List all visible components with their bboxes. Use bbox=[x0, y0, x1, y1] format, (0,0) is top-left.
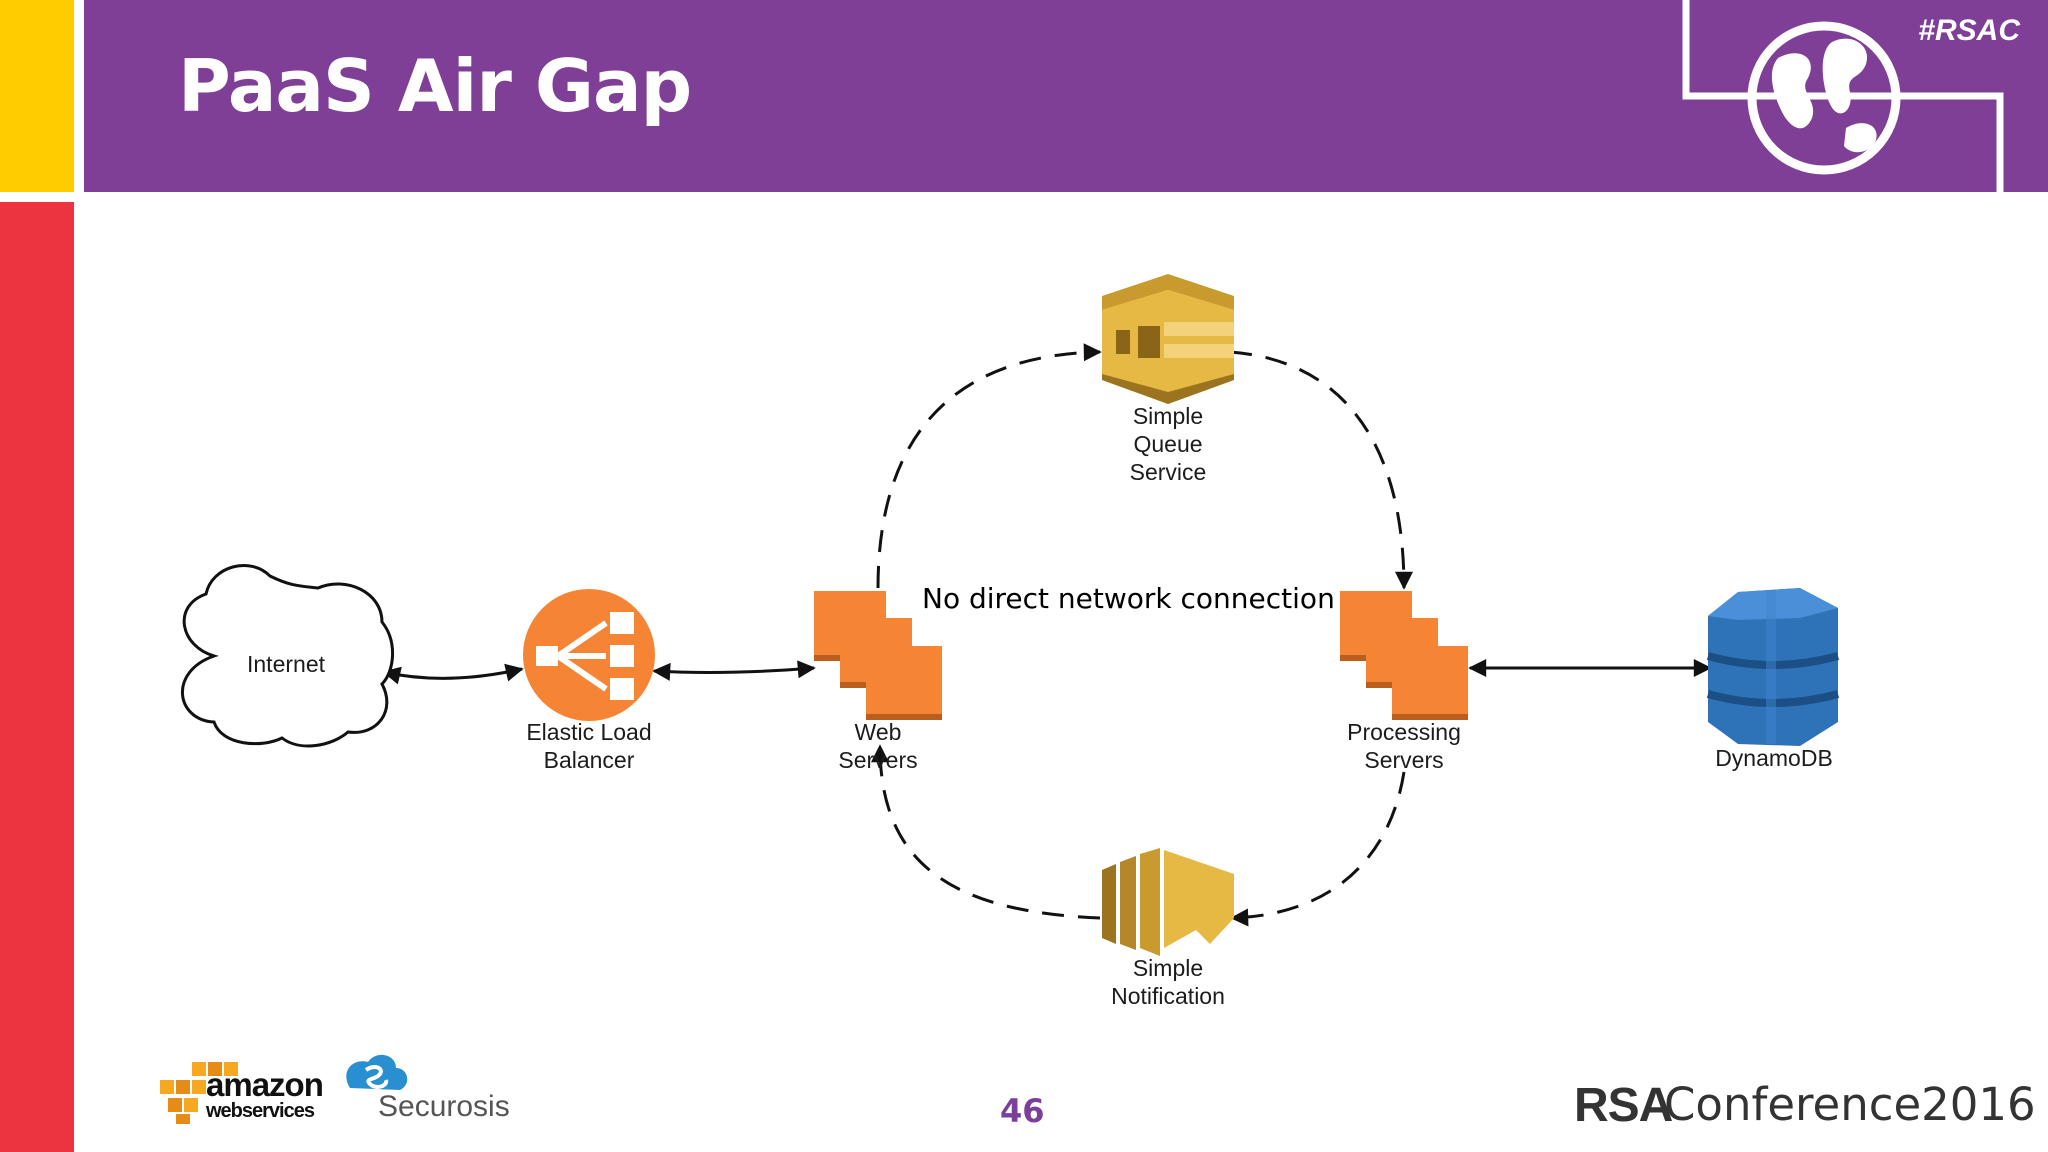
edge-sns-web-servers bbox=[871, 744, 1101, 920]
edge-elb-web-servers bbox=[652, 660, 816, 681]
securosis-logo: Securosis bbox=[378, 1090, 510, 1123]
rsa-conference-logo-rest: Conference2016 bbox=[1664, 1078, 2036, 1131]
edge-web-servers-sqs bbox=[876, 343, 1102, 589]
web-servers-label-line-2: Servers bbox=[838, 747, 917, 773]
web-servers-label-line-1: Web bbox=[855, 719, 902, 745]
dynamodb-label: DynamoDB bbox=[1715, 745, 1833, 771]
processing-servers-node: Processing Servers bbox=[1340, 591, 1468, 773]
sns-notification-icon bbox=[1102, 848, 1234, 956]
processing-servers-label-line-1: Processing bbox=[1347, 719, 1461, 745]
cloud-icon bbox=[181, 564, 395, 748]
rsa-conference-logo-bold: RSA bbox=[1574, 1079, 1673, 1132]
sqs-label-line-1: Simple bbox=[1133, 403, 1203, 429]
elb-label-line-1: Elastic Load bbox=[526, 719, 651, 745]
sqs-queue-icon bbox=[1102, 274, 1234, 404]
slide-title: PaaS Air Gap bbox=[178, 44, 692, 128]
center-note: No direct network connection bbox=[922, 582, 1335, 615]
dynamodb-icon bbox=[1706, 588, 1840, 746]
sns-node: Simple Notification bbox=[1102, 848, 1234, 1009]
sqs-node: Simple Queue Service bbox=[1102, 274, 1234, 485]
processing-servers-label-line-2: Servers bbox=[1364, 747, 1443, 773]
dynamodb-node: DynamoDB bbox=[1706, 588, 1840, 771]
sqs-label-line-3: Service bbox=[1130, 459, 1207, 485]
internet-node: Internet bbox=[181, 564, 395, 748]
accent-bar-yellow bbox=[0, 0, 74, 192]
aws-cubes-icon bbox=[160, 1062, 238, 1124]
elb-node: Elastic Load Balancer bbox=[523, 589, 655, 773]
globe-emblem-icon bbox=[1682, 0, 2004, 192]
load-balancer-icon bbox=[523, 589, 655, 721]
edge-processing-sns bbox=[1230, 771, 1406, 927]
ec2-instances-icon bbox=[814, 591, 942, 720]
sns-label-line-2: Notification bbox=[1111, 983, 1225, 1009]
sqs-label-line-2: Queue bbox=[1133, 431, 1202, 457]
rsac-hashtag: #RSAC bbox=[1918, 14, 2020, 47]
web-servers-node: Web Servers bbox=[814, 591, 942, 773]
sns-label-line-1: Simple bbox=[1133, 955, 1203, 981]
accent-bar-red bbox=[0, 202, 74, 1152]
edge-internet-elb bbox=[382, 663, 524, 685]
securosis-cloud-icon bbox=[346, 1054, 408, 1090]
internet-label: Internet bbox=[247, 651, 326, 677]
edge-sqs-processing bbox=[1229, 350, 1413, 590]
page-number: 46 bbox=[1000, 1092, 1045, 1130]
ec2-instances-icon bbox=[1340, 591, 1468, 720]
aws-logo-sub: webservices bbox=[206, 1100, 315, 1122]
elb-label-line-2: Balancer bbox=[544, 747, 635, 773]
aws-logo-word: amazon bbox=[206, 1066, 324, 1103]
